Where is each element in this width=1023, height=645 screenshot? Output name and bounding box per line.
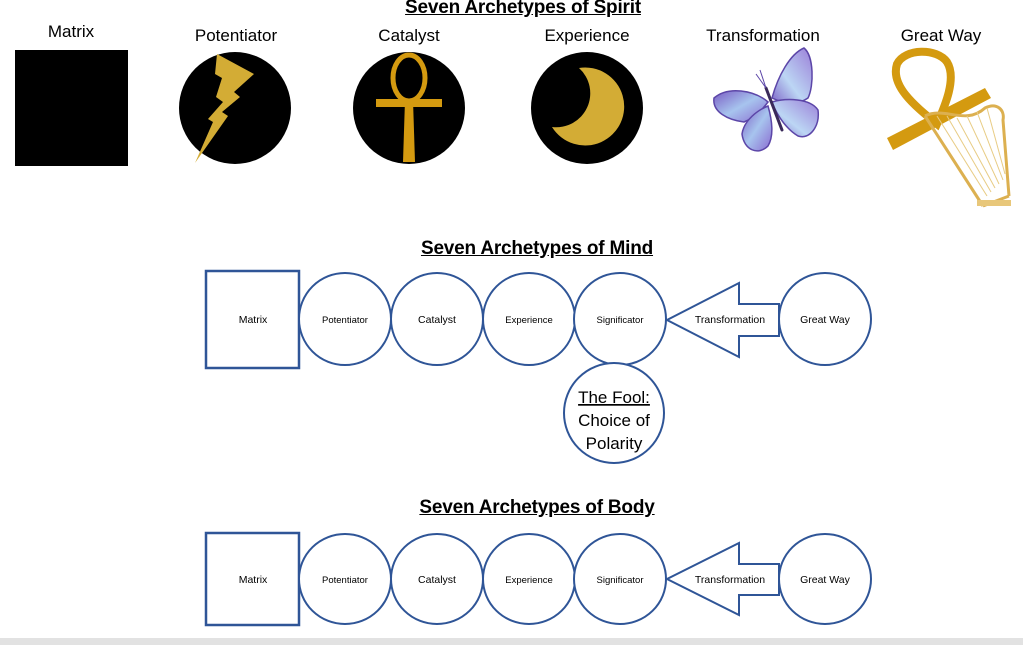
mind-transformation-arrow: [664, 281, 780, 359]
body-label-potentiator: Potentiator: [322, 575, 368, 586]
body-diagram: Matrix Potentiator Catalyst Experience S…: [204, 531, 872, 627]
spirit-label-transformation: Transformation: [706, 26, 820, 45]
fool-line-1: Choice of: [578, 411, 650, 430]
fool-line-2: Polarity: [586, 434, 643, 453]
mind-label-matrix: Matrix: [239, 314, 268, 326]
body-label-transformation: Transformation: [695, 574, 765, 586]
body-transformation-arrow: [664, 541, 780, 617]
spirit-section-title: Seven Archetypes of Spirit: [405, 0, 641, 18]
black-square-icon: [15, 50, 128, 166]
mind-node-fool: [563, 362, 665, 464]
spirit-label-potentiator: Potentiator: [194, 26, 278, 45]
body-label-great-way: Great Way: [800, 574, 851, 586]
butterfly-icon: [713, 47, 819, 152]
bottom-bar: [0, 638, 1023, 645]
spirit-label-great-way: Great Way: [900, 26, 982, 45]
mind-label-experience: Experience: [505, 315, 553, 326]
lightning-bolt-icon: [179, 52, 291, 164]
mind-label-significator: Significator: [597, 315, 644, 326]
body-section-title: Seven Archetypes of Body: [419, 497, 655, 518]
mind-label-transformation: Transformation: [695, 314, 765, 326]
fool-title: The Fool:: [578, 388, 650, 407]
ankh-icon: [353, 52, 465, 164]
mind-diagram: Matrix Potentiator Catalyst Experience S…: [204, 269, 872, 464]
mind-node-matrix: [204, 269, 301, 370]
body-label-experience: Experience: [505, 575, 553, 586]
spirit-label-catalyst: Catalyst: [378, 26, 440, 45]
body-label-catalyst: Catalyst: [418, 574, 456, 586]
body-node-great-way: [778, 533, 872, 625]
mind-label-potentiator: Potentiator: [322, 315, 368, 326]
mind-section-title: Seven Archetypes of Mind: [420, 238, 654, 259]
body-label-matrix: Matrix: [239, 574, 268, 586]
mind-node-great-way: [778, 272, 872, 366]
mind-label-great-way: Great Way: [800, 314, 851, 326]
mind-label-catalyst: Catalyst: [418, 314, 456, 326]
body-label-significator: Significator: [597, 575, 644, 586]
ankh-harp-icon: [887, 47, 1011, 208]
spirit-label-experience: Experience: [544, 26, 630, 45]
spirit-label-matrix: Matrix: [47, 22, 95, 41]
crescent-moon-icon: [531, 52, 643, 164]
